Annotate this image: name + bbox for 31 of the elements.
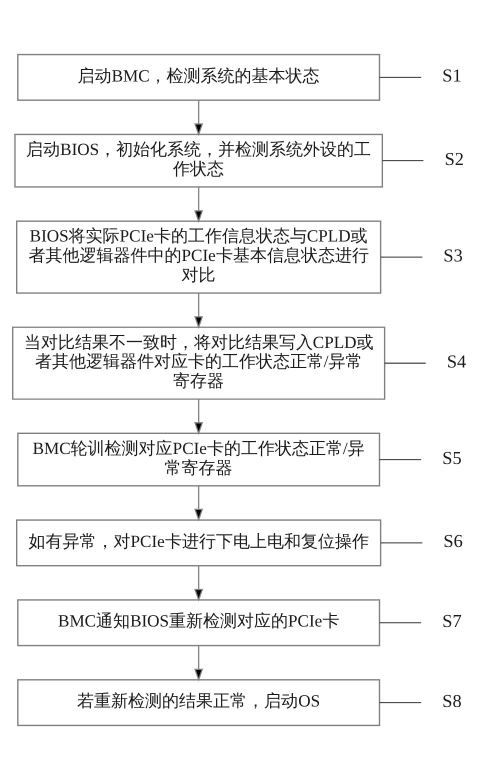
arrow	[194, 566, 204, 602]
node-box: 启动BIOS，初始化系统，并检测系统外设的工作状态	[14, 134, 384, 188]
arrow	[194, 293, 204, 329]
arrow	[194, 187, 204, 223]
connector	[380, 702, 422, 704]
node-box: BIOS将实际PCIe卡的工作信息状态与CPLD或者其他逻辑器件中的PCIe卡基本信息状态进行对比	[16, 220, 382, 294]
connector	[380, 459, 422, 460]
arrow	[194, 486, 204, 522]
arrow	[194, 399, 204, 435]
node-box: 当对比结果不一致时，将对比结果写入CPLD或者其他逻辑器件对应卡的工作状态正常/异常寄存器	[12, 326, 386, 400]
node-box: BMC通知BIOS重新检测对应的PCIe卡	[17, 599, 380, 646]
node-box: 如有异常，对PCIe卡进行下电上电和复位操作	[16, 519, 382, 566]
connector	[382, 160, 424, 162]
node-text: S3	[443, 245, 463, 266]
arrow	[194, 646, 204, 682]
node-text: S6	[443, 531, 463, 552]
node-text: S5	[442, 448, 462, 468]
node-text: S1	[442, 66, 462, 86]
node-text: S7	[442, 611, 462, 632]
connector	[380, 542, 422, 544]
connector	[380, 256, 422, 258]
node-text: S8	[442, 690, 462, 711]
node-text: S4	[446, 352, 466, 372]
connector	[380, 622, 422, 624]
connector	[384, 362, 426, 364]
node-text: S2	[444, 149, 464, 170]
node-box: 若重新检测的结果正常，启动OS	[17, 679, 380, 726]
node-box: BMC轮训检测对应PCIe卡的工作状态正常/异常寄存器	[17, 432, 380, 487]
arrow	[194, 100, 204, 136]
connector	[380, 76, 422, 78]
node-box: 启动BMC，检测系统的基本状态	[17, 54, 380, 101]
